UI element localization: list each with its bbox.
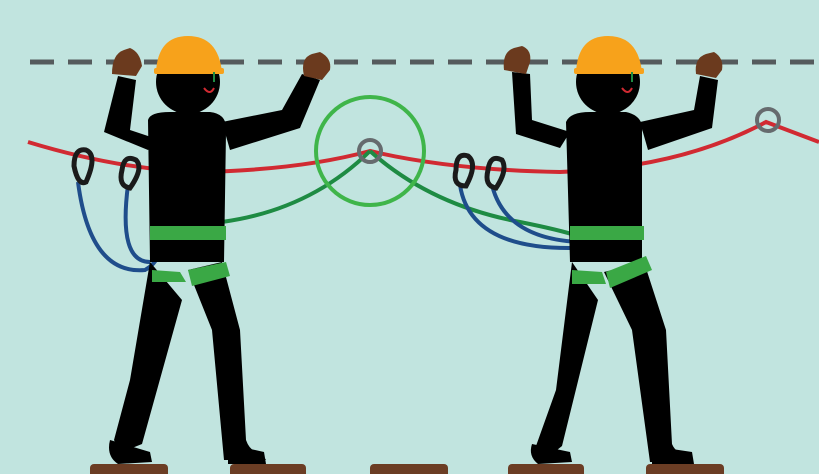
harness-waist-belt — [570, 226, 644, 240]
harness-waist-belt — [150, 226, 226, 240]
harness-leg-loops — [572, 270, 606, 284]
